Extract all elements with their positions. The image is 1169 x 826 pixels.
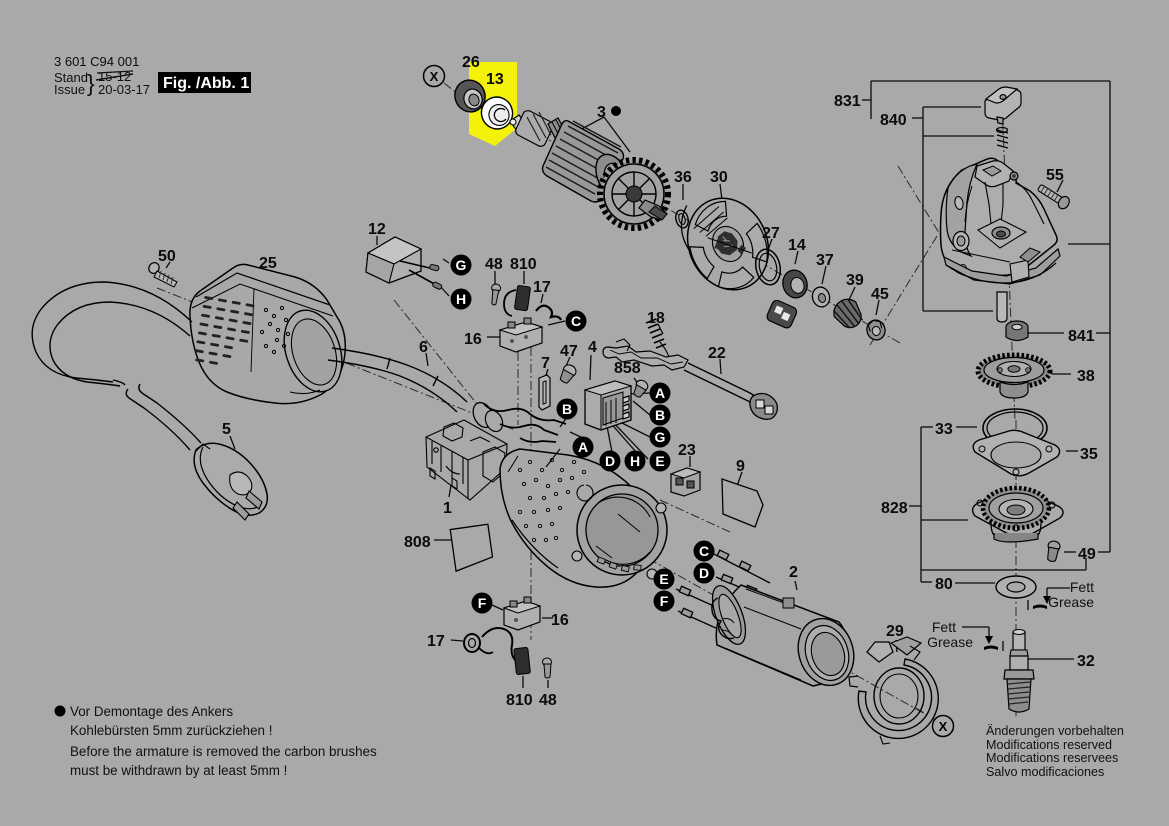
- svg-text:37: 37: [816, 252, 834, 269]
- svg-text:27: 27: [762, 225, 780, 242]
- svg-text:9: 9: [736, 458, 745, 475]
- svg-text:D: D: [699, 565, 709, 581]
- svg-text:G: G: [456, 257, 467, 273]
- svg-text:Fett: Fett: [1070, 579, 1094, 595]
- svg-text:D: D: [605, 453, 615, 469]
- svg-text:H: H: [456, 291, 466, 307]
- svg-text:B: B: [655, 407, 665, 423]
- svg-text:49: 49: [1078, 546, 1096, 563]
- svg-text:B: B: [562, 401, 572, 417]
- svg-text:22: 22: [708, 345, 726, 362]
- svg-text:A: A: [578, 439, 588, 455]
- svg-text:Kohlebürsten 5mm zurückziehen: Kohlebürsten 5mm zurückziehen !: [70, 723, 272, 738]
- svg-text:32: 32: [1077, 653, 1095, 670]
- svg-text:A: A: [655, 385, 665, 401]
- svg-text:20-03-17: 20-03-17: [98, 82, 150, 97]
- svg-text:25: 25: [259, 255, 277, 272]
- svg-text:30: 30: [710, 169, 728, 186]
- svg-text:29: 29: [886, 623, 904, 640]
- svg-text:17: 17: [427, 633, 445, 650]
- svg-text:808: 808: [404, 534, 431, 551]
- svg-text:12: 12: [368, 221, 386, 238]
- svg-text:48: 48: [485, 256, 503, 273]
- svg-text:23: 23: [678, 442, 696, 459]
- svg-text:48: 48: [539, 692, 557, 709]
- svg-text:14: 14: [788, 237, 806, 254]
- svg-text:36: 36: [674, 169, 692, 186]
- svg-text:C: C: [699, 543, 709, 559]
- svg-text:80: 80: [935, 576, 953, 593]
- svg-text:33: 33: [935, 421, 953, 438]
- svg-text:Issue: Issue: [54, 82, 85, 97]
- svg-text:Modifications reserved: Modifications reserved: [986, 738, 1112, 752]
- svg-text:38: 38: [1077, 368, 1095, 385]
- svg-text:G: G: [655, 429, 666, 445]
- svg-text:17: 17: [533, 279, 551, 296]
- svg-text:4: 4: [588, 339, 597, 356]
- svg-text:E: E: [655, 453, 664, 469]
- svg-text:E: E: [659, 571, 668, 587]
- svg-text:Grease: Grease: [1048, 594, 1094, 610]
- svg-text:C: C: [571, 313, 581, 329]
- svg-text:5: 5: [222, 421, 231, 438]
- svg-text:Änderungen vorbehalten: Änderungen vorbehalten: [986, 724, 1124, 738]
- svg-text:18: 18: [647, 310, 665, 327]
- svg-text:F: F: [660, 593, 669, 609]
- svg-text:1: 1: [443, 500, 452, 517]
- svg-text:35: 35: [1080, 446, 1098, 463]
- svg-text:Fig. /Abb. 1: Fig. /Abb. 1: [163, 75, 249, 92]
- svg-text:}: }: [87, 70, 95, 96]
- svg-text:X: X: [430, 69, 439, 84]
- svg-text:Vor Demontage des Ankers: Vor Demontage des Ankers: [70, 704, 233, 719]
- svg-text:Fett: Fett: [932, 619, 956, 635]
- svg-text:45: 45: [871, 286, 889, 303]
- svg-text:841: 841: [1068, 328, 1095, 345]
- svg-text:Before the armature is removed: Before the armature is removed the carbo…: [70, 744, 377, 759]
- svg-text:16: 16: [551, 612, 569, 629]
- svg-text:X: X: [939, 719, 948, 734]
- svg-text:47: 47: [560, 343, 578, 360]
- svg-text:3: 3: [597, 104, 606, 121]
- svg-text:2: 2: [789, 564, 798, 581]
- svg-text:Grease: Grease: [927, 634, 973, 650]
- svg-text:831: 831: [834, 93, 861, 110]
- svg-text:840: 840: [880, 112, 907, 129]
- svg-text:7: 7: [541, 355, 550, 372]
- svg-text:F: F: [478, 595, 487, 611]
- svg-text:13: 13: [486, 71, 504, 88]
- svg-text:must be withdrawn by at least: must be withdrawn by at least 5mm !: [70, 763, 287, 778]
- svg-text:H: H: [630, 453, 640, 469]
- svg-text:858: 858: [614, 360, 641, 377]
- svg-text:810: 810: [510, 256, 537, 273]
- svg-text:16: 16: [464, 331, 482, 348]
- svg-text:Modifications reservees: Modifications reservees: [986, 751, 1118, 765]
- svg-text:39: 39: [846, 272, 864, 289]
- svg-text:26: 26: [462, 54, 480, 71]
- svg-text:50: 50: [158, 248, 176, 265]
- svg-text:Salvo modificaciones: Salvo modificaciones: [986, 765, 1104, 779]
- svg-text:810: 810: [506, 692, 533, 709]
- svg-text:55: 55: [1046, 167, 1064, 184]
- svg-text:Stand: Stand: [54, 70, 88, 85]
- svg-text:6: 6: [419, 339, 428, 356]
- svg-text:3 601 C94 001: 3 601 C94 001: [54, 54, 139, 69]
- svg-text:828: 828: [881, 500, 908, 517]
